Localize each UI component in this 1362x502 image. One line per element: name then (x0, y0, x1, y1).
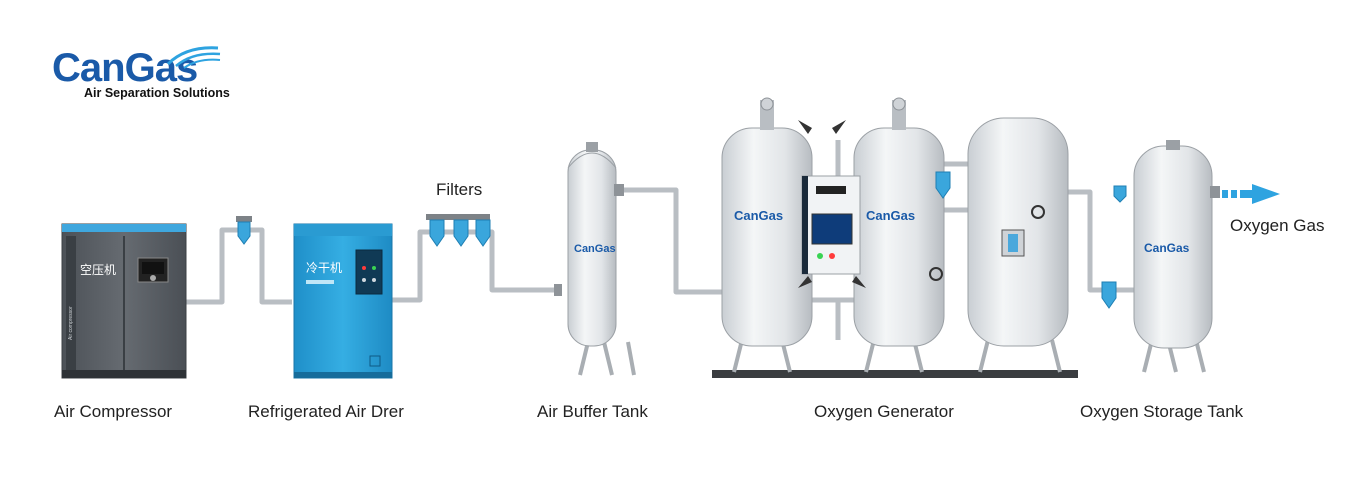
logo-tagline: Air Separation Solutions (84, 86, 230, 100)
label-dryer: Refrigerated Air Drer (248, 402, 404, 421)
filter-1 (236, 216, 252, 245)
generator-logo-2: CanGas (866, 208, 915, 223)
pipe-buffer-generator (616, 187, 722, 295)
oxygen-storage-tank (1101, 140, 1220, 373)
storage-tank-logo: CanGas (1144, 241, 1190, 255)
label-generator: Oxygen Generator (814, 402, 954, 421)
dryer-cn-label: 冷干机 (306, 261, 342, 275)
brand-logo: CanGas Air Separation Solutions (52, 44, 252, 104)
compressor-side-label: Air compressor (68, 306, 74, 340)
pipe-dryer-buffer (392, 229, 558, 303)
pipe-generator-storage (1068, 189, 1134, 293)
refrigerated-dryer (293, 223, 393, 379)
label-air-compressor: Air Compressor (54, 402, 173, 421)
oxygen-output-arrow-icon (1222, 184, 1280, 204)
compressor-cn-label: 空压机 (80, 263, 116, 277)
label-oxygen-gas: Oxygen Gas (1230, 216, 1325, 235)
air-buffer-tank (554, 142, 636, 376)
logo-swoosh-icon (166, 46, 221, 69)
label-storage-tank: Oxygen Storage Tank (1080, 402, 1244, 421)
label-filters: Filters (436, 180, 483, 199)
oxygen-generator (712, 97, 1078, 378)
generator-logo-1: CanGas (734, 208, 783, 223)
pipe-compressor-dryer (186, 227, 292, 305)
buffer-tank-logo: CanGas (574, 243, 616, 255)
label-buffer-tank: Air Buffer Tank (537, 402, 648, 421)
filters-group (426, 214, 491, 247)
air-compressor (61, 223, 187, 379)
